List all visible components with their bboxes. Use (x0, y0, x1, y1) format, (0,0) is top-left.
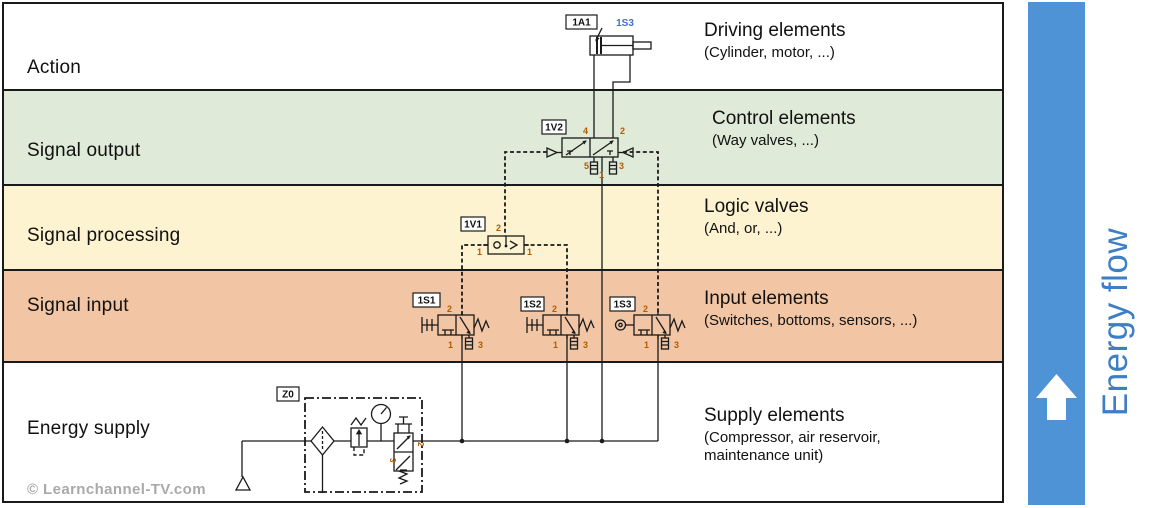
band-energy-supply: Energy supply Supply elements (Compresso… (4, 361, 1002, 501)
layer-diagram-panel: Action Driving elements (Cylinder, motor… (2, 2, 1004, 503)
energy-flow-bar (1028, 2, 1085, 505)
heading-subtitle: (Switches, bottoms, sensors, ...) (704, 312, 918, 329)
up-arrow-icon (1036, 374, 1077, 420)
heading-subtitle: (Compressor, air reservoir, (704, 429, 881, 446)
band-action: Action Driving elements (Cylinder, motor… (4, 4, 1002, 89)
band-signal-input: Signal input Input elements (Switches, b… (4, 269, 1002, 361)
band-label-signal-input: Signal input (27, 295, 129, 316)
band-signal-processing: Signal processing Logic valves (And, or,… (4, 184, 1002, 269)
band-label-energy-supply: Energy supply (27, 418, 151, 439)
band-signal-output: Signal output Control elements (Way valv… (4, 89, 1002, 184)
heading-supply-elements: Supply elements (Compressor, air reservo… (704, 404, 881, 465)
heading-title: Supply elements (704, 405, 845, 426)
energy-flow-arrow-svg (1036, 374, 1077, 420)
band-label-action: Action (27, 57, 82, 78)
energy-flow-label: Energy flow (1096, 227, 1135, 417)
watermark: © Learnchannel-TV.com (27, 481, 206, 498)
heading-subtitle: (And, or, ...) (704, 220, 783, 237)
heading-subtitle: (Cylinder, motor, ...) (704, 44, 835, 61)
heading-control-elements: Control elements (Way valves, ...) (712, 107, 856, 150)
heading-driving-elements: Driving elements (Cylinder, motor, ...) (704, 19, 846, 62)
band-label-signal-processing: Signal processing (27, 225, 181, 246)
heading-input-elements: Input elements (Switches, bottoms, senso… (704, 287, 917, 330)
band-label-signal-output: Signal output (27, 140, 141, 161)
heading-subtitle: (Way valves, ...) (712, 132, 819, 149)
heading-title: Control elements (712, 108, 856, 129)
heading-title: Logic valves (704, 196, 809, 217)
heading-title: Driving elements (704, 20, 846, 41)
heading-title: Input elements (704, 288, 829, 309)
heading-logic-valves: Logic valves (And, or, ...) (704, 195, 809, 238)
heading-subtitle-line2: maintenance unit) (704, 447, 824, 464)
